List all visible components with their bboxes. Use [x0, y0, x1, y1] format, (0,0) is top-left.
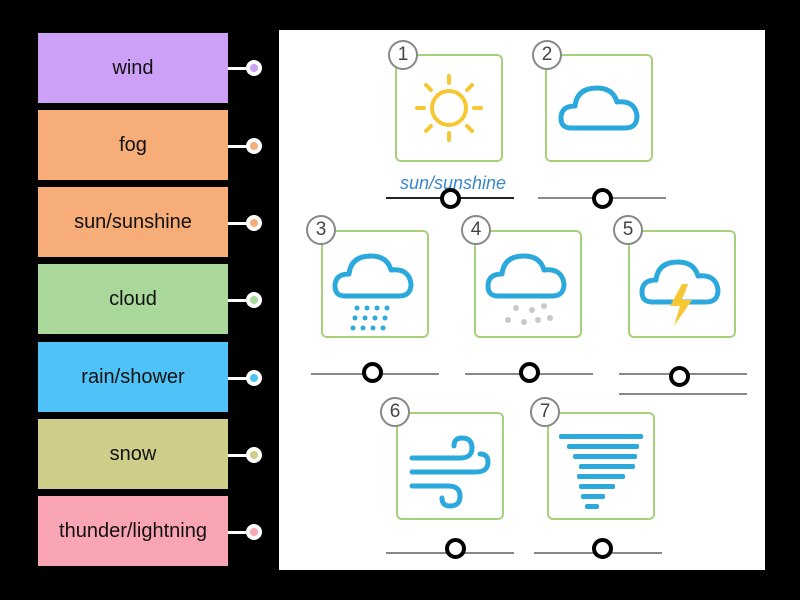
- connector-line: [228, 145, 256, 148]
- label-card-thunder-lightning[interactable]: thunder/lightning: [38, 496, 228, 566]
- label-card-snow[interactable]: snow: [38, 419, 228, 489]
- tile-1: [395, 54, 503, 162]
- connector-line: [228, 531, 256, 534]
- label-text: cloud: [109, 287, 157, 310]
- label-text: sun/sunshine: [74, 210, 192, 233]
- label-card-cloud[interactable]: cloud: [38, 264, 228, 334]
- sun-icon: [415, 74, 483, 142]
- tile-number: 3: [306, 215, 336, 245]
- connector-line: [228, 299, 256, 302]
- tile-number: 1: [388, 40, 418, 70]
- label-card-sun-sunshine[interactable]: sun/sunshine: [38, 187, 228, 257]
- drop-target[interactable]: [519, 362, 540, 383]
- drop-target[interactable]: [445, 538, 466, 559]
- tile-number: 5: [613, 215, 643, 245]
- thunder-cloud-icon: [639, 259, 721, 326]
- label-card-fog[interactable]: fog: [38, 110, 228, 180]
- cloud-icon: [558, 85, 640, 131]
- tile-2: [545, 54, 653, 162]
- connector-line: [228, 222, 256, 225]
- tile-5: [628, 230, 736, 338]
- tile-number: 7: [530, 397, 560, 427]
- tile-6: [396, 412, 504, 520]
- tile-7: [547, 412, 655, 520]
- rain-cloud-icon: [332, 253, 414, 331]
- label-text: rain/shower: [81, 365, 185, 388]
- label-card-wind[interactable]: wind: [38, 33, 228, 103]
- answer-line: [619, 393, 747, 395]
- snow-cloud-icon: [485, 253, 567, 325]
- placed-answer[interactable]: sun/sunshine: [399, 173, 507, 193]
- connector-pin[interactable]: [246, 138, 262, 154]
- label-text: snow: [109, 442, 157, 465]
- label-text: fog: [119, 133, 147, 156]
- drop-target[interactable]: [440, 188, 461, 209]
- picture-board: 1 sun/sunshine 2 3 4: [279, 30, 765, 570]
- tile-3: [321, 230, 429, 338]
- drop-target[interactable]: [362, 362, 383, 383]
- drop-target[interactable]: [669, 366, 690, 387]
- connector-line: [228, 67, 256, 70]
- connector-pin[interactable]: [246, 447, 262, 463]
- drop-target[interactable]: [592, 538, 613, 559]
- tornado-icon: [559, 434, 643, 509]
- connector-line: [228, 454, 256, 457]
- tile-number: 6: [380, 397, 410, 427]
- connector-pin[interactable]: [246, 524, 262, 540]
- connector-pin[interactable]: [246, 292, 262, 308]
- tile-number: 2: [532, 40, 562, 70]
- connector-pin[interactable]: [246, 60, 262, 76]
- drop-target[interactable]: [592, 188, 613, 209]
- connector-pin[interactable]: [246, 370, 262, 386]
- connector-line: [228, 377, 256, 380]
- tile-number: 4: [461, 215, 491, 245]
- label-text: wind: [112, 56, 154, 79]
- tile-4: [474, 230, 582, 338]
- label-card-rain-shower[interactable]: rain/shower: [38, 342, 228, 412]
- connector-pin[interactable]: [246, 215, 262, 231]
- wind-icon: [409, 435, 491, 509]
- label-text: thunder/lightning: [59, 519, 207, 542]
